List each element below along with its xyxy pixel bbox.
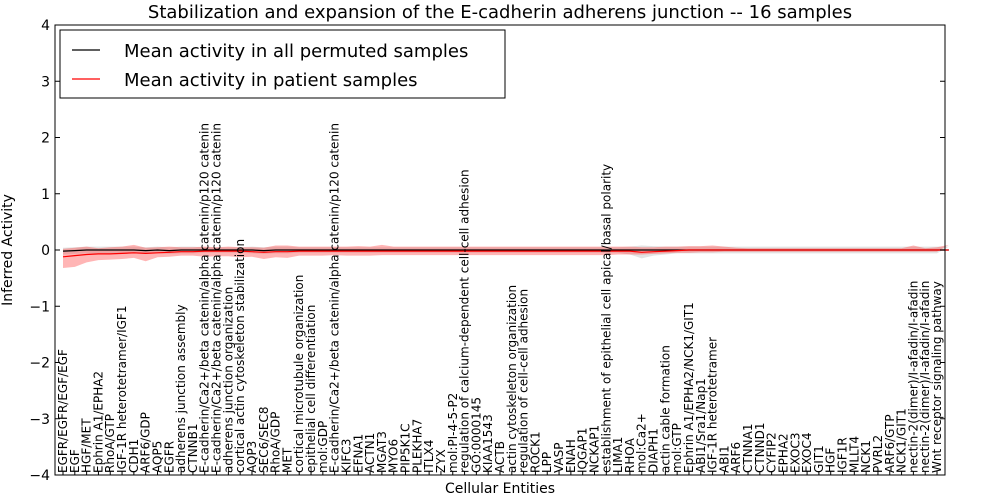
x-tick-label: AQP3: [245, 441, 259, 473]
x-tick-label: CTNNA1: [741, 423, 755, 473]
x-tick-label: RhoA/GDP: [269, 412, 283, 473]
x-tick-label: KIFC3: [340, 439, 354, 473]
x-tick-label: CTNNB1: [186, 423, 200, 473]
x-tick-label: NCK1/GIT1: [895, 408, 909, 473]
x-tick-label: NCKAP1: [588, 425, 602, 473]
x-tick-label: PIP5K1C: [399, 423, 413, 473]
x-tick-label: ARF6/GDP: [139, 412, 153, 473]
x-tick-label: PVRL2: [871, 435, 885, 473]
x-tick-label: EGFR/EGFR/EGF/EGF: [56, 349, 70, 473]
legend-box: [59, 29, 506, 99]
x-tick-label: CTNND1: [753, 422, 767, 473]
x-tick-label: regulation of cell-cell adhesion: [517, 289, 531, 473]
x-tick-label: nectin-2(dimer)/I-afadin/I-afadin: [918, 281, 932, 473]
x-tick-label: E-cadherin/Ca2+/beta catenin/alpha caten…: [210, 123, 224, 473]
x-tick-label: EFNA1: [351, 434, 365, 473]
x-tick-label: E-cadherin/Ca2+/beta catenin/alpha caten…: [328, 123, 342, 473]
x-tick-label: ROCK1: [528, 431, 542, 473]
x-tick-label: NCK1: [859, 440, 873, 473]
x-tick-label: GIT1: [812, 445, 826, 473]
x-tick-label: MLLT4: [847, 436, 861, 473]
x-tick-label: adherens junction assembly: [174, 304, 188, 473]
x-tick-label: ITLX4: [422, 440, 436, 473]
x-tick-label: IGF1R: [836, 437, 850, 473]
chart-title: Stabilization and expansion of the E-cad…: [148, 2, 852, 23]
x-tick-label: ARF6/GTP: [883, 414, 897, 473]
x-tick-label: EGFR: [162, 441, 176, 473]
y-tick-label: 0: [41, 243, 50, 259]
x-tick-label: Ephrin A1/EPHA2: [91, 371, 105, 473]
x-tick-label: cortical microtubule organization: [292, 275, 306, 473]
y-tick-label: −3: [29, 412, 50, 428]
x-tick-label: Wnt receptor signaling pathway: [930, 281, 944, 473]
x-tick-label: CYFIP2: [765, 432, 779, 473]
x-tick-label: mol:GTP: [670, 423, 684, 473]
x-tick-label: ACTN1: [363, 433, 377, 473]
x-tick-label: DIAPH1: [647, 428, 661, 473]
x-tick-label: ACTB: [493, 441, 507, 473]
x-tick-label: KIAA1543: [481, 414, 495, 473]
x-tick-label: MET: [280, 447, 294, 473]
y-axis-label: Inferred Activity: [0, 194, 16, 306]
x-tick-label: ABI1: [717, 445, 731, 473]
x-tick-label: MYO6: [387, 439, 401, 473]
y-tick-label: −1: [29, 299, 50, 315]
x-tick-label: SEC6/SEC8: [257, 407, 271, 473]
x-tick-label: LIMA1: [611, 437, 625, 473]
patient-band: [63, 244, 949, 268]
x-tick-label: RHOA: [623, 437, 637, 473]
x-tick-label: EPHA2: [777, 433, 791, 473]
patient-mean-line: [62, 249, 949, 258]
x-tick-label: PLEKHA7: [410, 419, 424, 473]
y-tick-label: 3: [41, 74, 50, 90]
x-tick-label: actin cable formation: [658, 345, 672, 473]
x-axis-label: Cellular Entities: [445, 481, 555, 497]
x-tick-label: ARF6: [729, 442, 743, 473]
x-tick-label: CDH1: [127, 439, 141, 473]
x-tick-label: ENAH: [564, 439, 578, 473]
legend-label-permuted: Mean activity in all permuted samples: [124, 41, 468, 62]
legend: Mean activity in all permuted samples Me…: [59, 29, 506, 99]
x-tick-label: mol:PI-4-5-P2: [446, 393, 460, 473]
x-tick-label: RhoA/GTP: [103, 414, 117, 473]
permuted-band: [63, 245, 949, 259]
x-tick-label: VASP: [552, 442, 566, 473]
x-tick-label: EXOC4: [800, 433, 814, 474]
x-tick-label: GO:0000145: [469, 397, 483, 473]
x-tick-label: cortical actin cytoskeleton stabilizatio…: [233, 239, 247, 473]
x-tick-label: HGF/MET: [80, 418, 94, 473]
y-tick-label: 2: [41, 131, 50, 147]
x-tick-label: MGAT3: [375, 431, 389, 473]
x-tick-label: Ephrin A1/EPHA2/NCK1/GIT1: [682, 302, 696, 473]
x-tick-label: adherens junction organization: [221, 287, 235, 473]
x-tick-label: establishment of epithelial cell apical/…: [599, 164, 613, 473]
x-tick-label: nectin-2(dimer)/I-afadin/I-afadin: [906, 281, 920, 473]
x-tick-label: E-cadherin/Ca2+/beta catenin/alpha caten…: [198, 123, 212, 473]
x-tick-label: mol:Ca2+: [635, 413, 649, 473]
x-tick-label: IGF-1R heterotetramer: [706, 337, 720, 473]
legend-label-patient: Mean activity in patient samples: [124, 70, 418, 91]
x-tick-label: ZYX: [434, 449, 448, 473]
y-tick-label: 4: [41, 18, 50, 34]
x-tick-label: regulation of calcium-dependent cell-cel…: [458, 169, 472, 473]
band-layer: [63, 244, 949, 268]
x-tick-label: LPP: [540, 452, 554, 473]
x-tick-label: EXOC3: [788, 433, 802, 474]
x-tick-label: mol:GDP: [316, 421, 330, 473]
y-tick-label: −2: [29, 356, 50, 372]
x-tick-label: IQGAP1: [576, 428, 590, 473]
y-tick-label: 1: [41, 187, 50, 203]
x-tick-label: IGF-1R heterotetramer/IGF1: [115, 306, 129, 473]
series-layer: [62, 249, 949, 258]
y-tick-label: −4: [29, 468, 50, 484]
x-tick-label: AQP5: [151, 441, 165, 473]
x-tick-label: ABI1/Sra1/Nap1: [694, 378, 708, 473]
x-tick-label: actin cytoskeleton organization: [505, 285, 519, 473]
x-tick-label: epithelial cell differentiation: [304, 305, 318, 473]
x-tick-label: EGF: [68, 449, 82, 473]
y-axis: −4 −3 −2 −1 0 1 2 3 4: [29, 18, 945, 484]
x-tick-label: HGF: [824, 448, 838, 473]
